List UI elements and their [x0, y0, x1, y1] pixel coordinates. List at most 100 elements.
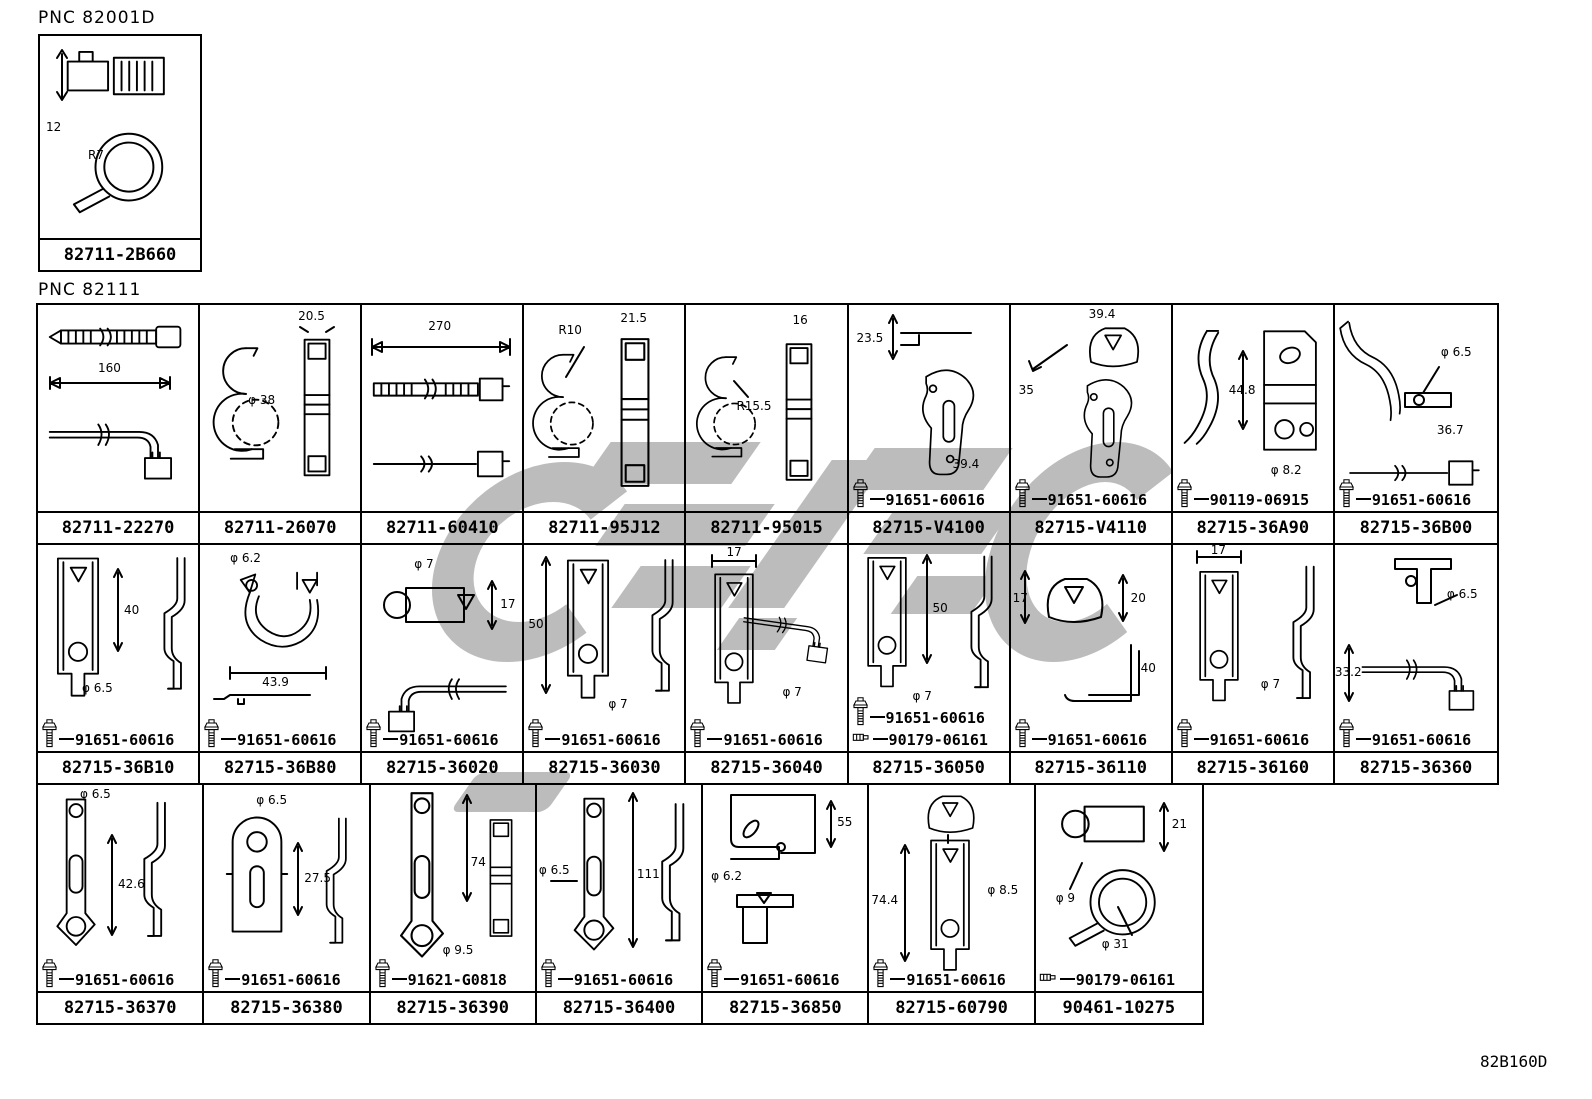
dimension-label: φ 7 [912, 689, 932, 703]
fastener: 91651-60616 [41, 718, 174, 749]
dimension-label: 17 [1210, 545, 1227, 557]
part-number-strip: 82715-60790 [869, 991, 1034, 1023]
bolt-icon [207, 958, 224, 989]
part-number-strip: 82715-36020 [362, 751, 523, 783]
dimension-label: 33.2 [1334, 665, 1362, 679]
dimension-label: φ 7 [414, 557, 434, 571]
fastener: 91651-60616 [527, 718, 661, 749]
part-number-strip: 82715-36390 [370, 991, 535, 1023]
nut-icon [852, 731, 872, 743]
dimension-label: 74 [470, 855, 486, 869]
dimension-label: 39.4 [1088, 307, 1116, 321]
fastener: 91651-60616 [41, 958, 174, 989]
fastener: 91651-60616 [365, 718, 499, 749]
bolt-icon [365, 718, 382, 749]
dimension-label: 55 [837, 815, 853, 829]
part-cell: φ 6.5 27.5 91651-60616 82715-36380 [204, 785, 371, 1023]
dimension-label: 40 [124, 603, 140, 617]
dimension-label: 20.5 [298, 309, 325, 323]
bolt-icon [706, 958, 723, 989]
part-number-strip: 82711-60410 [362, 511, 523, 543]
bolt-icon [374, 958, 391, 989]
dimension-label: φ 6.2 [711, 869, 742, 883]
nut-icon [1039, 971, 1059, 983]
dimension-label: 50 [528, 617, 544, 631]
dimension-label: 36.7 [1436, 423, 1464, 437]
dimension-label: R7 [88, 148, 104, 162]
fastener: 90179-06161 [852, 731, 988, 749]
dimension-label: 23.5 [856, 331, 884, 345]
part-number-strip: 82711-22270 [38, 511, 199, 543]
dimension-label: φ 8.5 [987, 883, 1019, 897]
bolt-icon [852, 696, 869, 727]
part-number-strip: 82715-36040 [686, 751, 847, 783]
part-cell: 23.5 39.4 91651-60616 82715-V4100 [848, 305, 1011, 543]
dimension-label: φ 6.5 [82, 681, 113, 695]
parts-grid-bottom: φ 6.5 42.6 91651-60616 82715-36370 φ 6.5 [36, 785, 1204, 1025]
part-cell: 74 φ 9.5 91621-G0818 82715-36390 [370, 785, 537, 1023]
bolt-icon [203, 718, 220, 749]
part-number-strip: 82711-95J12 [524, 511, 685, 543]
dimension-label: φ 9 [1055, 891, 1076, 905]
fastener: 91651-60616 [872, 958, 1006, 989]
part-number-strip: 82715-36A90 [1172, 511, 1333, 543]
part-number-strip: 82715-36850 [703, 991, 868, 1023]
dimension-label: 43.9 [262, 675, 289, 689]
dimension-label: φ 7 [1260, 677, 1281, 691]
part-number-strip: 82715-36110 [1010, 751, 1171, 783]
part-cell: φ 6.5 42.6 91651-60616 82715-36370 [38, 785, 205, 1023]
dimension-label: 50 [932, 601, 948, 615]
dimension-label: 17 [500, 597, 516, 611]
dimension-label: 42.6 [118, 877, 145, 891]
bolt-icon [1176, 478, 1193, 509]
part-cell: φ 7 17 91651-60616 82715-36020 [362, 545, 525, 783]
dimension-label: 17 [726, 545, 742, 559]
bolt-icon [527, 718, 544, 749]
fastener: 91651-60616 [689, 718, 823, 749]
pnc-top-label: PNC 82001D [38, 8, 156, 28]
part-number-strip: 82711-95015 [686, 511, 847, 543]
bolt-icon [852, 478, 869, 509]
dimension-label: φ 6.5 [1446, 587, 1478, 601]
part-cell-82711-2B660: 12 R7 82711-2B660 [38, 34, 202, 272]
dimension-label: 74.4 [871, 893, 899, 907]
part-number-strip: 82715-36370 [38, 991, 203, 1023]
part-cell: φ 6.5 33.2 91651-60616 82715-36360 [1334, 545, 1497, 783]
bolt-icon [540, 958, 557, 989]
fastener: 91651-60616 [203, 718, 336, 749]
part-cell: 20.5 φ 38 82711-26070 [200, 305, 363, 543]
dimension-label: 21 [1171, 817, 1187, 831]
part-cell: 50 φ 7 91651-60616 82715-36030 [524, 545, 687, 783]
parts-grid-main: 160 82711-22270 20.5 φ 38 82711-26070 [36, 303, 1499, 785]
parts-row-2: 40 φ 6.5 91651-60616 82715-36B10 φ 6.2 [38, 543, 1497, 783]
doc-code: 82B160D [1480, 1052, 1548, 1071]
bolt-icon [1338, 718, 1355, 749]
part-cell: 50 φ 7 91651-60616 90179-06161 82715-360… [848, 545, 1011, 783]
parts-row-3: φ 6.5 42.6 91651-60616 82715-36370 φ 6.5 [38, 785, 1202, 1023]
fastener: 91621-G0818 [374, 958, 507, 989]
part-number-strip: 82715-36360 [1334, 751, 1497, 783]
part-number-strip: 82715-36030 [524, 751, 685, 783]
part-cell: φ 6.5 111 91651-60616 82715-36400 [536, 785, 704, 1023]
part-cell: 17 20 40 91651-60616 82715-36110 [1010, 545, 1173, 783]
dimension-label: φ 6.5 [1440, 345, 1472, 359]
dimension-label: φ 7 [782, 685, 802, 699]
part-cell: 55 φ 6.2 91651-60616 82715-36850 [703, 785, 870, 1023]
fastener: 91651-60616 [1014, 718, 1147, 749]
dimension-label: φ 38 [248, 393, 276, 407]
dimension-label: φ 8.2 [1270, 463, 1302, 477]
dimension-label: R10 [558, 323, 582, 337]
bolt-icon [1176, 718, 1193, 749]
parts-row-1: 160 82711-22270 20.5 φ 38 82711-26070 [38, 305, 1497, 543]
fastener: 91651-60616 [706, 958, 839, 989]
dimension-label: 21.5 [620, 311, 648, 325]
part-cell: 74.4 φ 8.5 91651-60616 82715-60790 [869, 785, 1036, 1023]
fastener: 90179-06161 [1039, 971, 1175, 989]
fastener: 91651-60616 [1338, 718, 1471, 749]
dimension-label: 20 [1130, 591, 1146, 605]
part-number-strip: 82715-V4100 [848, 511, 1009, 543]
fastener: 91651-60616 [540, 958, 673, 989]
part-number-strip: 82711-26070 [200, 511, 361, 543]
part-cell: 17 φ 7 91651-60616 82715-36040 [686, 545, 849, 783]
